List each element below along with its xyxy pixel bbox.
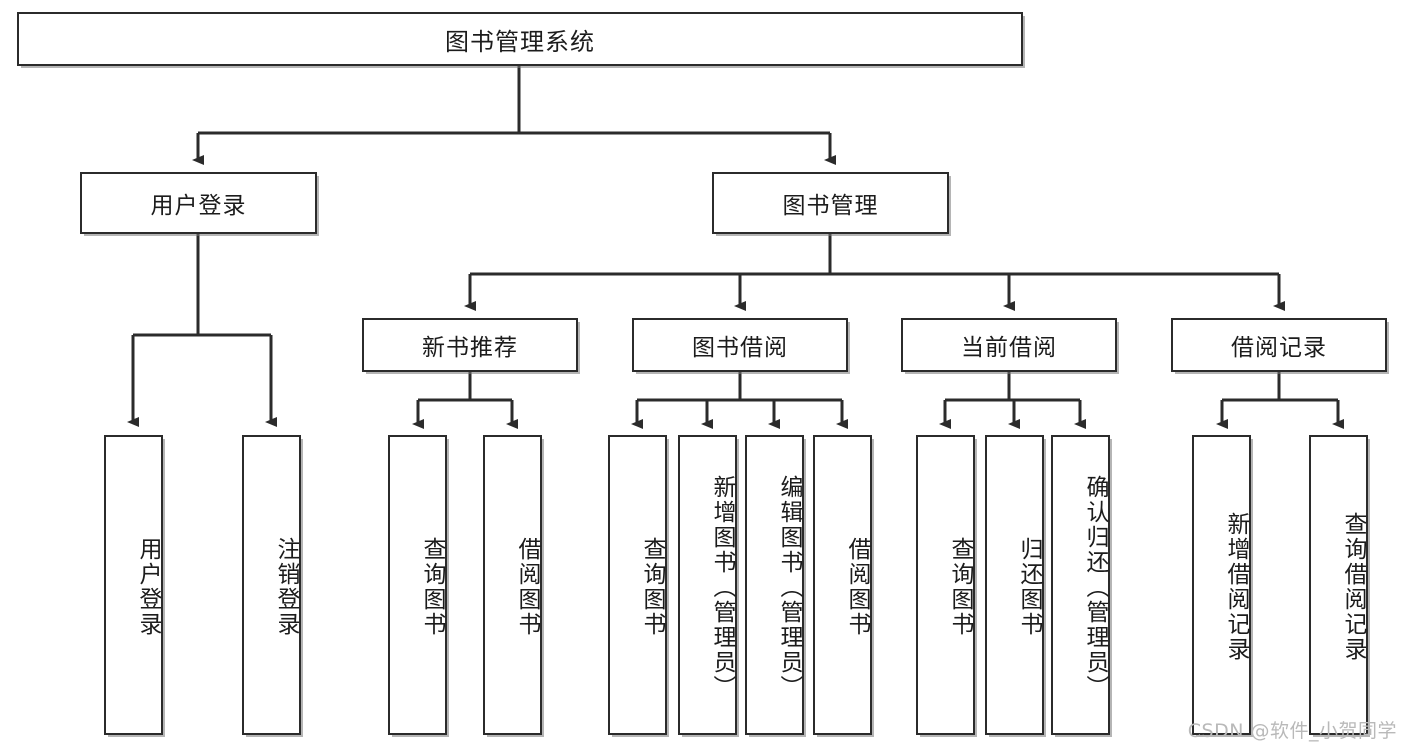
leaf-borrow-book-new[interactable]: 借阅图书 xyxy=(483,435,542,735)
leaf-logout[interactable]: 注销登录 xyxy=(242,435,301,735)
leaf-confirm-return-admin[interactable]: 确认归还（管理员） xyxy=(1051,435,1110,735)
node-current-borrow[interactable]: 当前借阅 xyxy=(901,318,1117,372)
node-borrow-record[interactable]: 借阅记录 xyxy=(1171,318,1387,372)
node-user-login[interactable]: 用户登录 xyxy=(80,172,317,234)
leaf-add-borrow-record[interactable]: 新增借阅记录 xyxy=(1192,435,1251,735)
leaf-borrow-book[interactable]: 借阅图书 xyxy=(813,435,872,735)
leaf-edit-book-admin[interactable]: 编辑图书（管理员） xyxy=(745,435,804,735)
node-new-book-recommend[interactable]: 新书推荐 xyxy=(362,318,578,372)
leaf-query-borrow-record[interactable]: 查询借阅记录 xyxy=(1309,435,1368,735)
node-root[interactable]: 图书管理系统 xyxy=(17,12,1023,66)
leaf-query-book-borrow[interactable]: 查询图书 xyxy=(608,435,667,735)
leaf-user-login[interactable]: 用户登录 xyxy=(104,435,163,735)
leaf-return-book[interactable]: 归还图书 xyxy=(985,435,1044,735)
leaf-add-book-admin[interactable]: 新增图书（管理员） xyxy=(678,435,737,735)
node-book-management[interactable]: 图书管理 xyxy=(712,172,949,234)
leaf-query-book-new[interactable]: 查询图书 xyxy=(388,435,447,735)
node-book-borrow[interactable]: 图书借阅 xyxy=(632,318,848,372)
leaf-query-book-current[interactable]: 查询图书 xyxy=(916,435,975,735)
